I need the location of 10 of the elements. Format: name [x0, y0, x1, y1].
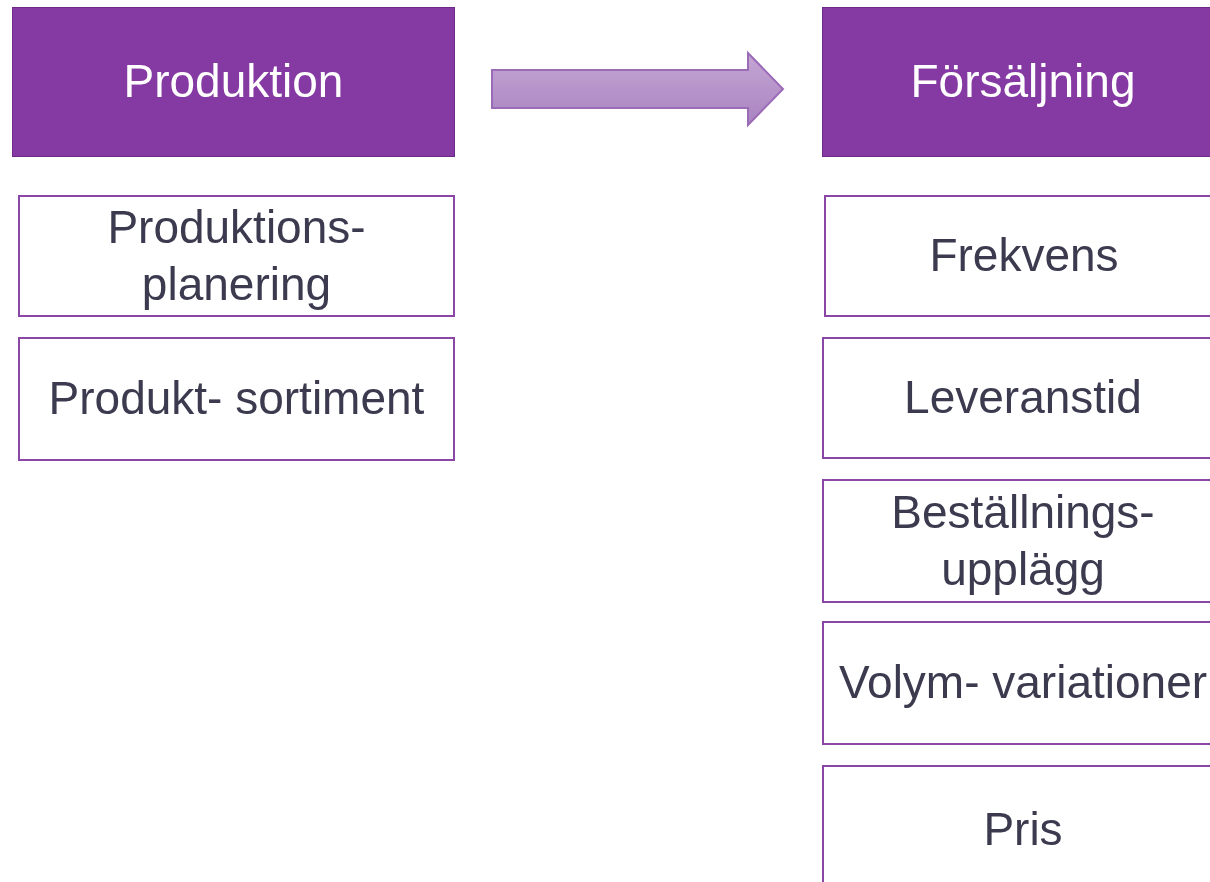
- header-box: Produktion: [12, 7, 455, 157]
- header-box: Försäljning: [822, 7, 1210, 157]
- category-box: Produktions- planering: [18, 195, 455, 317]
- category-box: Volym- variationer: [822, 621, 1210, 745]
- category-box: Beställnings- upplägg: [822, 479, 1210, 603]
- category-box: Pris: [822, 765, 1210, 882]
- block-arrow: [491, 50, 785, 128]
- category-box: Frekvens: [824, 195, 1210, 317]
- category-box: Leveranstid: [822, 337, 1210, 459]
- category-box: Produkt- sortiment: [18, 337, 455, 461]
